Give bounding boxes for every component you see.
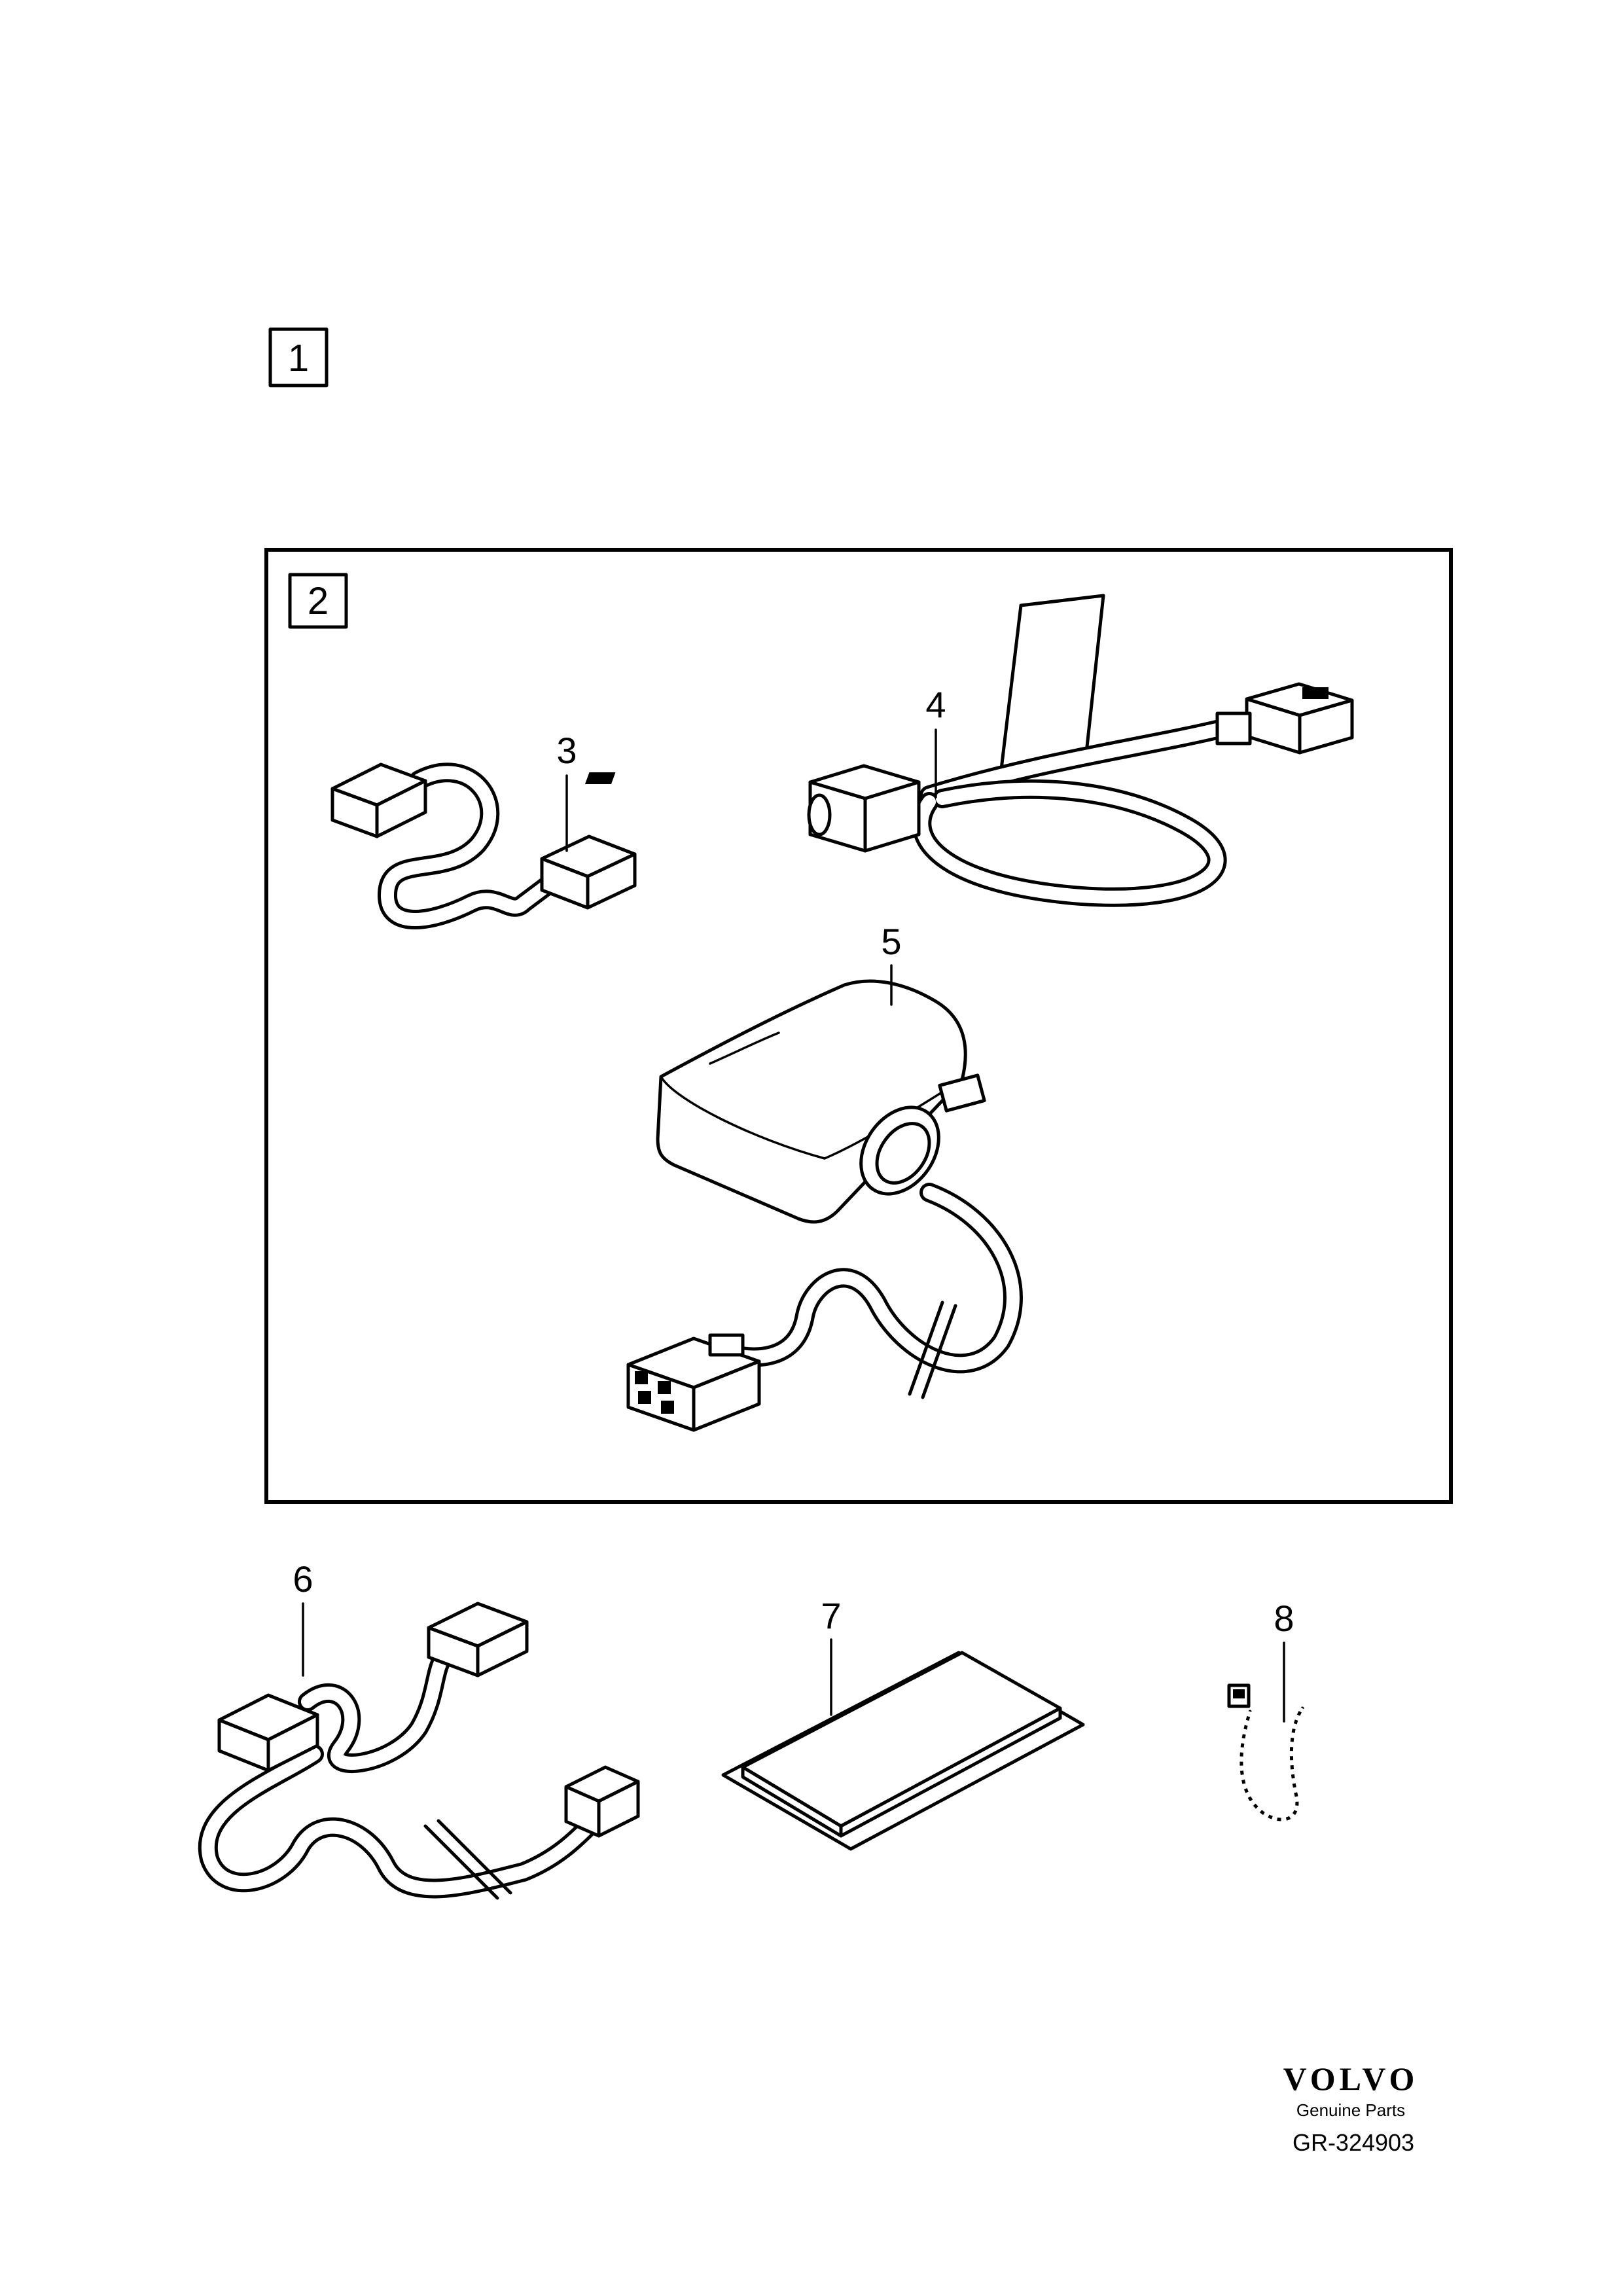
part-6-harness: 6 — [198, 1558, 640, 1900]
kit-number-box: 1 — [268, 327, 329, 387]
part-6-plug — [564, 1765, 640, 1838]
footer: VOLVO Genuine Parts GR-324903 — [1283, 2060, 1419, 2156]
part-3-connector-b — [540, 834, 637, 910]
callout-5: 5 — [881, 921, 901, 962]
part-3-harness: 3 — [330, 730, 637, 929]
part-3-connector-a — [330, 762, 427, 838]
genuine-parts-text: Genuine Parts — [1296, 2100, 1405, 2120]
part-8-lead: 8 — [1227, 1598, 1304, 1821]
callout-4: 4 — [925, 684, 946, 725]
part-5-module: 5 — [626, 921, 1023, 1432]
drawing-code: GR-324903 — [1293, 2129, 1414, 2156]
callout-8: 8 — [1274, 1598, 1294, 1639]
callout-3: 3 — [556, 730, 577, 771]
volvo-logo: VOLVO — [1283, 2060, 1419, 2097]
group-frame: 2 — [264, 548, 1453, 1504]
callout-6: 6 — [293, 1558, 313, 1600]
part-6-connector-a — [217, 1693, 319, 1772]
part-5-connector — [626, 1333, 761, 1432]
part-4-connector-right — [1215, 682, 1354, 755]
part-6-connector-b — [427, 1602, 529, 1677]
part-7-pad: 7 — [721, 1595, 1085, 1851]
part-4-connector-left — [584, 764, 921, 853]
kit-number-label: 1 — [288, 337, 309, 380]
callout-7: 7 — [821, 1595, 841, 1636]
group-number-label: 2 — [308, 580, 329, 622]
part-4-cable: 4 — [584, 594, 1354, 907]
